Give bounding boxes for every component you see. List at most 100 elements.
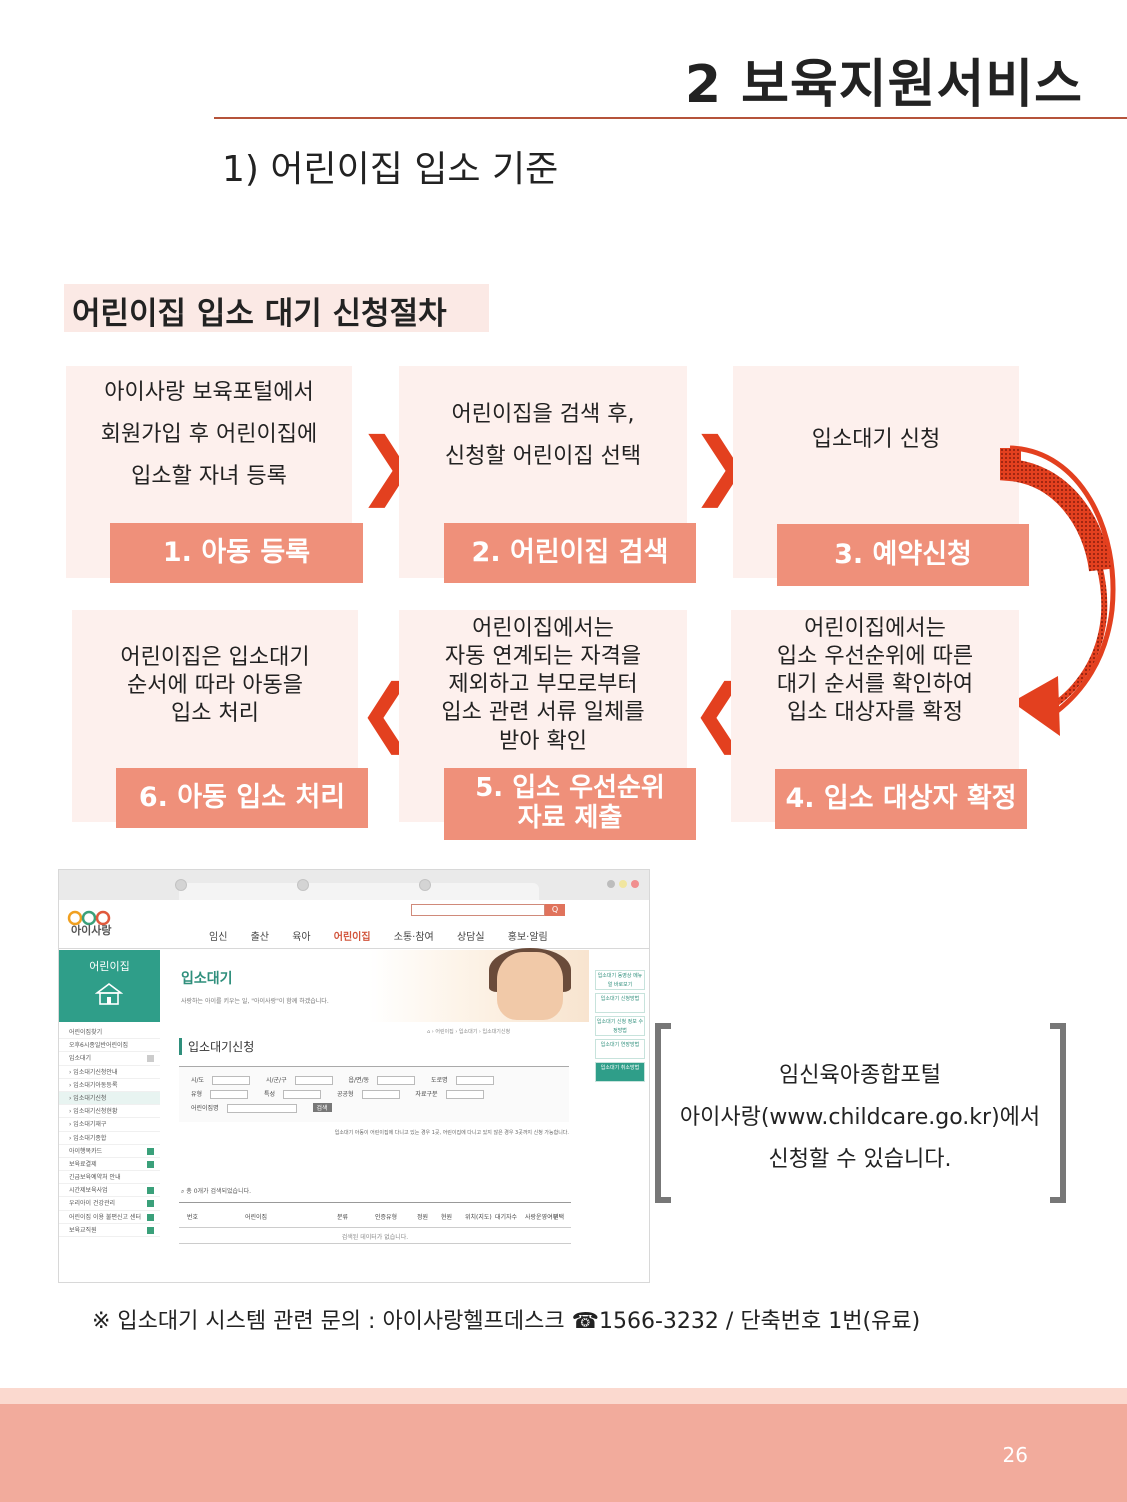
expand-icon	[147, 1200, 154, 1207]
form-select	[295, 1076, 333, 1085]
step-6-line-1: 어린이집은 입소대기	[72, 644, 358, 672]
sidebar-item-label: 시간제보육사업	[69, 1187, 108, 1194]
step-3-text: 입소대기 신청	[733, 419, 1019, 461]
form-select	[283, 1090, 321, 1099]
form-heading: 입소대기신청	[179, 1038, 254, 1055]
sidebar-item-label: 어린이집 이용 불편신고 센터	[69, 1214, 141, 1221]
curved-arrow-icon	[1000, 440, 1127, 740]
step-1-line-3: 입소할 자녀 등록	[66, 456, 352, 498]
step-5-label: 5. 입소 우선순위 자료 제출	[444, 768, 696, 840]
table-header-cell: 어린이집	[245, 1212, 267, 1221]
form-label: 어린이집명	[191, 1105, 219, 1112]
site-nav-item: 임신	[209, 932, 227, 943]
procedure-heading: 어린이집 입소 대기 신청절차	[72, 288, 447, 333]
browser-tab-icon	[297, 879, 309, 891]
form-label: 자료구분	[415, 1091, 437, 1098]
quick-link: 입소대기 취소방법	[595, 1062, 645, 1082]
step-5-label-line-2: 자료 제출	[518, 804, 623, 834]
table-header-cell: 분류	[337, 1212, 348, 1221]
form-label: 시/도	[191, 1077, 204, 1084]
table-header-cell: 위치(지도)	[465, 1212, 492, 1221]
callout-line-1: 임신육아종합포털	[670, 1055, 1050, 1097]
search-form: 시/도 시/군/구 읍/면/동 도로명 유형 특성 공공형 자료구분 어린이집명…	[179, 1066, 569, 1122]
quick-links-panel: 입소대기 동영상 메뉴얼 바로보기 입소대기 신청방법 입소대기 신청 정보 수…	[595, 970, 645, 1085]
form-label: 도로명	[431, 1077, 448, 1084]
sidebar-item: › 입소대기신청안내	[59, 1066, 160, 1079]
site-nav-item: 육아	[292, 932, 310, 943]
form-select	[362, 1090, 400, 1099]
form-label: 시/군/구	[266, 1077, 287, 1084]
sidebar-item-label: 우리아이 건강관리	[69, 1200, 115, 1207]
step-1-line-2: 회원가입 후 어린이집에	[66, 414, 352, 456]
sidebar-item-label: 보육료결제	[69, 1161, 97, 1168]
window-dot-icon	[619, 880, 627, 888]
sidebar-list: 어린이집찾기 오후6시종일반어린이집 입소대기 › 입소대기신청안내 › 입소대…	[59, 1026, 160, 1237]
sidebar-item-label: 아이행복카드	[69, 1148, 102, 1155]
sidebar-header: 어린이집	[59, 950, 160, 1022]
table-header-cell: 정원	[417, 1212, 428, 1221]
step-4-line-1: 어린이집에서는	[731, 615, 1019, 643]
step-4-label: 4. 입소 대상자 확정	[775, 769, 1027, 829]
step-2-label: 2. 어린이집 검색	[444, 523, 696, 583]
nav-divider	[59, 948, 649, 949]
step-2-text: 어린이집을 검색 후, 신청할 어린이집 선택	[399, 394, 687, 478]
page-number: 26	[1003, 1443, 1028, 1467]
form-search-button: 검색	[313, 1103, 332, 1112]
sidebar-item: › 입소대기아동등록	[59, 1079, 160, 1092]
footer-band-light	[0, 1388, 1127, 1404]
site-logo-text: 아이사랑	[71, 922, 111, 938]
form-label: 읍/면/동	[349, 1077, 370, 1084]
site-nav-item: 출산	[251, 932, 269, 943]
sidebar-item: 오후6시종일반어린이집	[59, 1039, 160, 1052]
form-row: 유형 특성 공공형 자료구분	[191, 1089, 498, 1099]
window-dot-icon	[607, 880, 615, 888]
callout-line-2: 아이사랑(www.childcare.go.kr)에서	[670, 1097, 1050, 1139]
table-header-cell: 현원	[441, 1212, 452, 1221]
sidebar-item: › 입소대기신청현황	[59, 1105, 160, 1118]
browser-tab-icon	[419, 879, 431, 891]
quick-link: 입소대기 동영상 메뉴얼 바로보기	[595, 970, 645, 990]
step-3-line-1: 입소대기 신청	[733, 419, 1019, 461]
site-search-button: Q	[545, 904, 565, 916]
form-select	[456, 1076, 494, 1085]
sidebar-item: 보육료결제	[59, 1158, 160, 1171]
quick-link: 입소대기 신청 정보 수정방법	[595, 1016, 645, 1036]
daycare-house-icon	[95, 982, 123, 1006]
form-select	[377, 1076, 415, 1085]
step-6-line-2: 순서에 따라 아동을	[72, 672, 358, 700]
form-row: 시/도 시/군/구 읍/면/동 도로명	[191, 1075, 508, 1085]
form-notice: 입소대기 아동이 어린이집에 다니고 있는 경우 1곳, 어린이집에 다니고 있…	[259, 1130, 569, 1137]
quick-link: 입소대기 연장방법	[595, 1039, 645, 1059]
sidebar-item: 긴급보육예약처 안내	[59, 1171, 160, 1184]
section-title: 1) 어린이집 입소 기준	[222, 140, 558, 192]
table-header-cell: 선택	[553, 1212, 564, 1221]
step-5-label-line-1: 5. 입소 우선순위	[475, 774, 665, 804]
portal-callout: 임신육아종합포털 아이사랑(www.childcare.go.kr)에서 신청할…	[670, 1055, 1050, 1181]
step-4-line-3: 대기 순서를 확인하여	[731, 671, 1019, 699]
site-breadcrumb: ⌂ › 어린이집 › 입소대기 › 입소대기신청	[427, 1028, 510, 1035]
browser-tab-icon	[175, 879, 187, 891]
step-2-line-1: 어린이집을 검색 후,	[399, 394, 687, 436]
step-5-text: 어린이집에서는 자동 연계되는 자격을 제외하고 부모로부터 입소 관련 서류 …	[399, 615, 687, 756]
site-nav-item: 소통·참여	[394, 932, 434, 943]
sidebar-item: › 입소대기종합	[59, 1132, 160, 1145]
callout-line-3: 신청할 수 있습니다.	[670, 1139, 1050, 1181]
sidebar-item: 아이행복카드	[59, 1145, 160, 1158]
sidebar-item: 입소대기	[59, 1052, 160, 1065]
step-5-line-1: 어린이집에서는	[399, 615, 687, 643]
step-1-label: 1. 아동 등록	[110, 523, 363, 583]
sidebar-item-selected: › 입소대기신청	[59, 1092, 160, 1105]
form-row: 어린이집명 검색	[191, 1103, 332, 1113]
child-photo	[497, 952, 563, 1020]
window-dot-icon	[631, 880, 639, 888]
sidebar-item-label: 보육교직원	[69, 1227, 97, 1234]
expand-icon	[147, 1214, 154, 1221]
expand-icon	[147, 1161, 154, 1168]
sidebar-title: 어린이집	[59, 958, 160, 974]
right-bracket	[1050, 1023, 1066, 1203]
website-screenshot: 아이사랑 Q 임신 출산 육아 어린이집 소통·참여 상담실 홍보·알림 어린이…	[58, 869, 650, 1283]
collapse-icon	[147, 1055, 154, 1062]
step-6-line-3: 입소 처리	[72, 700, 358, 728]
left-bracket	[655, 1023, 671, 1203]
result-table-header: 번호 어린이집 분류 인증유형 정원 현원 위치(지도) 대기자수 사랑운영여부…	[179, 1202, 571, 1228]
